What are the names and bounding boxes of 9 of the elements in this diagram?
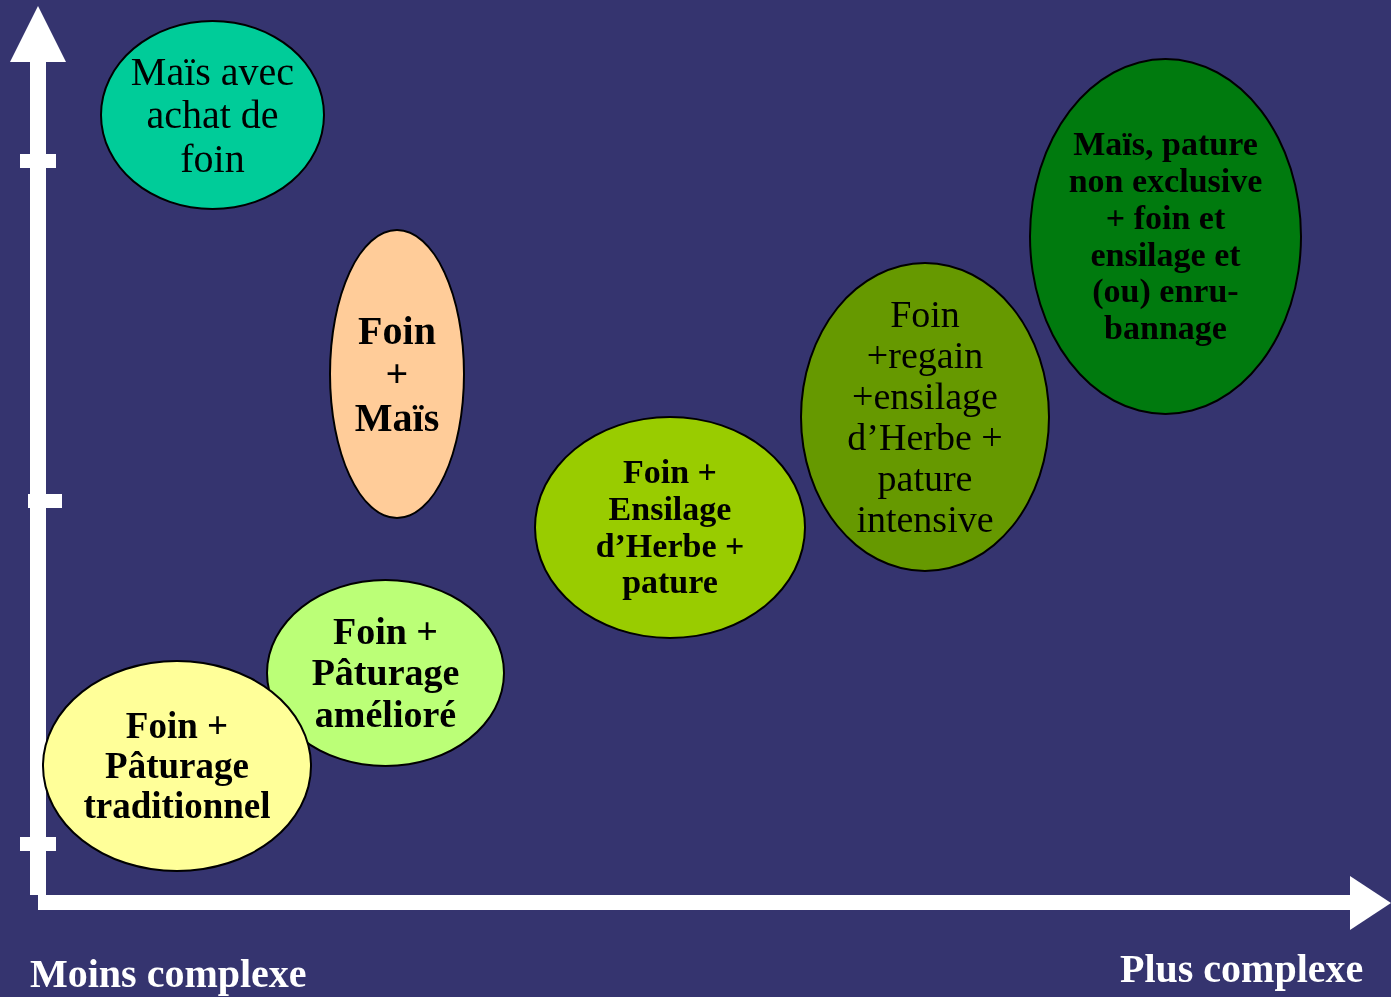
node-label: Foin + Pâturage traditionnel [82, 706, 272, 826]
node-label: Maïs avec achat de foin [129, 50, 296, 180]
node-label: Foin + Maïs [353, 309, 441, 439]
node-label: Maïs, pature non exclusive + foin et ensilage et (ou) enru- bannage [1067, 126, 1264, 347]
node-label: Foin + Pâturage amélioré [310, 611, 461, 735]
axis-label: Plus complexe [1120, 945, 1364, 992]
node-label: Foin +regain +ensilage d’Herbe + pature intensive [846, 293, 1004, 541]
node-label: Foin + Ensilage d’Herbe + pature [594, 454, 746, 601]
axis-label: Moins complexe [30, 950, 307, 997]
